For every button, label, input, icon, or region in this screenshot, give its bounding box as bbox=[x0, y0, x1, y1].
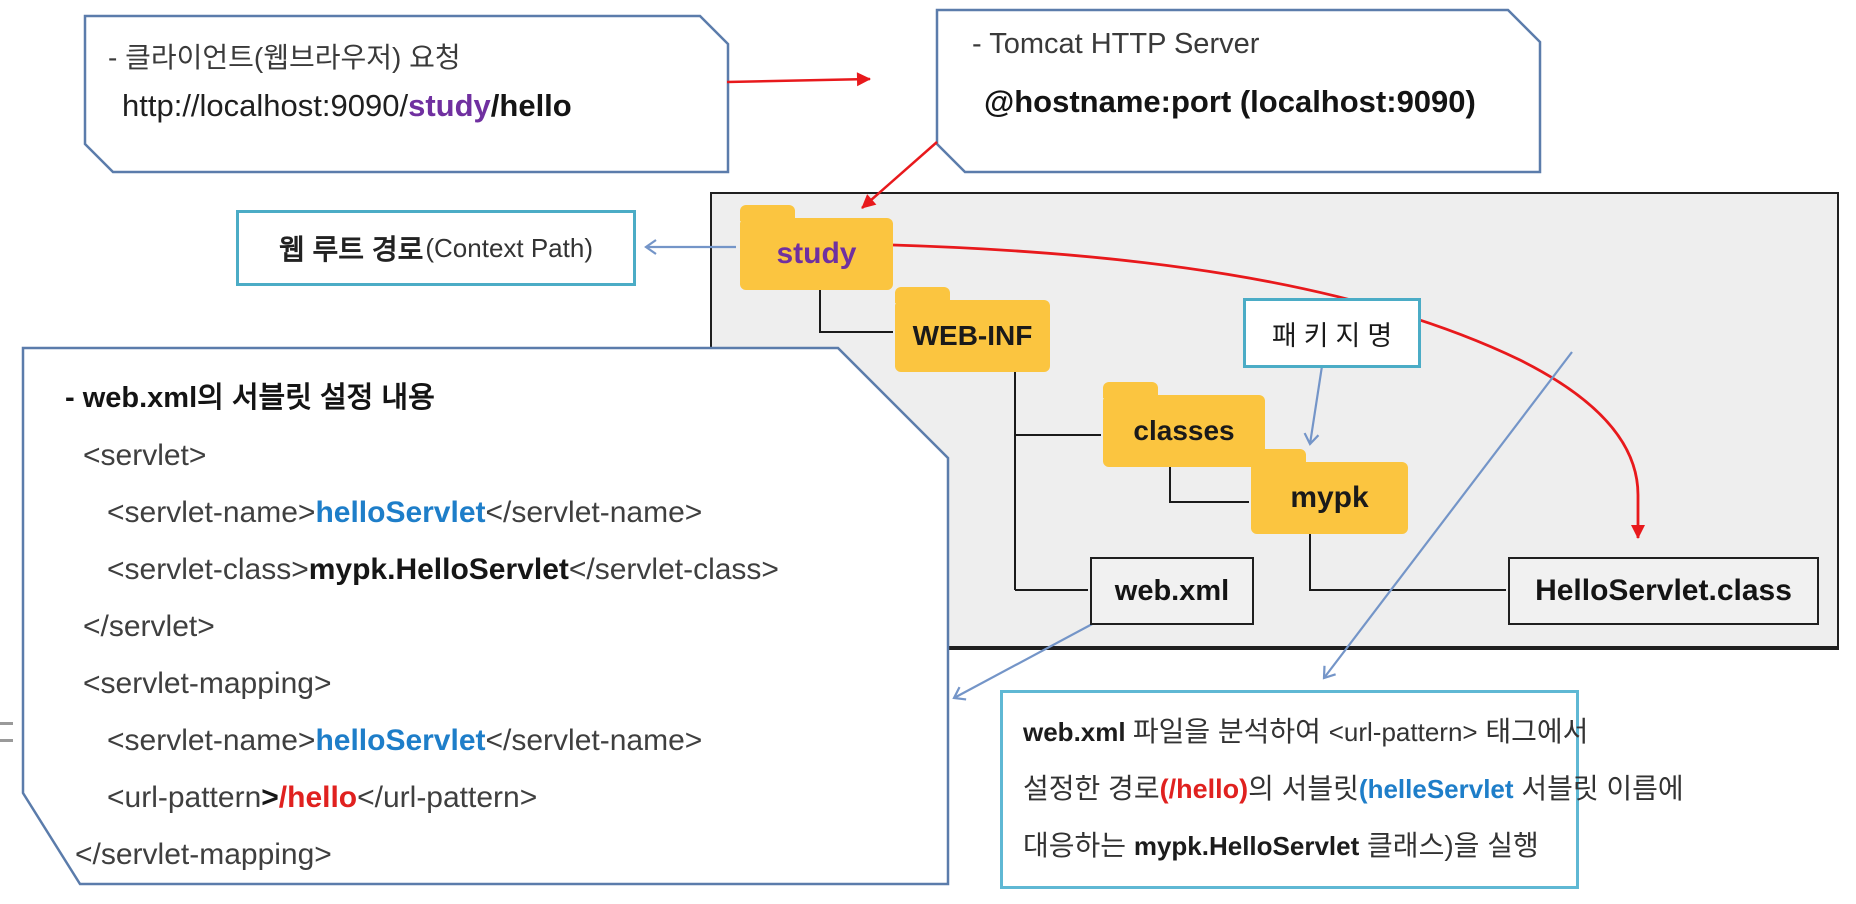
xml-url-bracket: > bbox=[261, 781, 279, 814]
explain-servlet-name: (helleServlet bbox=[1358, 774, 1514, 804]
xml-servlet-class-value: mypk.HelloServlet bbox=[308, 553, 569, 586]
file-web-xml: web.xml bbox=[1090, 557, 1254, 625]
file-helloservlet-class-label: HelloServlet.class bbox=[1535, 574, 1792, 607]
xml-servlet-open: <servlet> bbox=[83, 439, 207, 472]
package-name-label: 패키지명 bbox=[1271, 320, 1400, 351]
xml-servlet-class-line: <servlet-class>mypk.HelloServlet</servle… bbox=[23, 541, 948, 598]
explain-text: 대응하는 bbox=[1023, 830, 1134, 861]
explain-line-2: 설정한 경로(/hello)의 서블릿(helleServlet 서블릿 이름에 bbox=[1023, 760, 1684, 817]
xml-servlet-close: </servlet> bbox=[83, 610, 215, 643]
xml-tag: <servlet-class> bbox=[107, 553, 309, 586]
explain-text: 태그에서 bbox=[1477, 716, 1589, 747]
explain-class-name: mypk.HelloServlet bbox=[1133, 831, 1360, 861]
context-path-label-box: 웹 루트 경로 (Context Path) bbox=[236, 210, 636, 286]
explain-text: 설정한 경로 bbox=[1023, 773, 1160, 804]
webxml-config-title: - web.xml의 서블릿 설정 내용 bbox=[65, 382, 435, 414]
url-hello-segment: /hello bbox=[490, 88, 572, 123]
context-path-english: (Context Path) bbox=[425, 232, 593, 263]
request-url: http://localhost:9090/study/hello bbox=[122, 88, 572, 124]
xml-tag: <url-pattern bbox=[107, 781, 262, 814]
xml-mapping-close: </servlet-mapping> bbox=[75, 838, 332, 871]
xml-servlet-name-line: <servlet-name>helloServlet</servlet-name… bbox=[23, 484, 948, 541]
explain-hello-path: (/hello) bbox=[1159, 774, 1249, 804]
xml-servlet-name-value: helloServlet bbox=[315, 496, 486, 529]
file-helloservlet-class: HelloServlet.class bbox=[1508, 557, 1819, 625]
url-prefix: http://localhost:9090/ bbox=[122, 88, 409, 123]
folder-web-inf: WEB-INF bbox=[895, 287, 1050, 372]
explain-text: 서블릿 이름에 bbox=[1513, 773, 1684, 804]
url-context-segment: study bbox=[408, 88, 491, 123]
folder-classes-label: classes bbox=[1133, 415, 1235, 446]
tomcat-title: - Tomcat HTTP Server bbox=[972, 28, 1260, 60]
folder-web-inf-label: WEB-INF bbox=[912, 320, 1033, 351]
xml-mapping-open: <servlet-mapping> bbox=[83, 667, 332, 700]
edge-artifact bbox=[0, 722, 13, 742]
folder-study-label: study bbox=[776, 237, 857, 270]
arrow-client-to-tomcat bbox=[726, 72, 871, 87]
explain-url-pattern-tag: <url-pattern> bbox=[1328, 717, 1478, 747]
xml-tag: <servlet-name> bbox=[107, 496, 316, 529]
xml-url-pattern-value: /hello bbox=[278, 781, 358, 814]
tomcat-address: @hostname:port (localhost:9090) bbox=[984, 84, 1476, 119]
xml-tag: </servlet-name> bbox=[485, 724, 703, 757]
xml-tag: </url-pattern> bbox=[357, 781, 538, 814]
xml-servlet-name2-value: helloServlet bbox=[315, 724, 486, 757]
package-name-label-box: 패키지명 bbox=[1243, 298, 1421, 368]
explain-text: 클래스)을 실행 bbox=[1359, 830, 1539, 861]
explain-text: 의 서블릿 bbox=[1248, 773, 1359, 804]
file-web-xml-label: web.xml bbox=[1114, 574, 1230, 607]
client-request-line: - 클라이언트(웹브라우저) 요청 bbox=[108, 42, 461, 73]
xml-servlet-name2-line: <servlet-name>helloServlet</servlet-name… bbox=[23, 712, 948, 769]
context-path-korean: 웹 루트 경로 bbox=[279, 234, 424, 265]
xml-tag: </servlet-class> bbox=[568, 553, 779, 586]
explain-webxml-bold: web.xml bbox=[1023, 717, 1133, 747]
explain-line-1: web.xml 파일을 분석하여 <url-pattern> 태그에서 bbox=[1023, 703, 1588, 760]
folder-study: study bbox=[740, 205, 893, 290]
explain-line-3: 대응하는 mypk.HelloServlet 클래스)을 실행 bbox=[1023, 817, 1576, 874]
xml-url-pattern-line: <url-pattern>/hello</url-pattern> bbox=[23, 769, 948, 826]
webxml-config-callout: - web.xml의 서블릿 설정 내용 <servlet> <servlet-… bbox=[23, 348, 948, 883]
xml-tag: <servlet-name> bbox=[107, 724, 316, 757]
servlet-execution-explain-box: web.xml 파일을 분석하여 <url-pattern> 태그에서 설정한 … bbox=[1000, 690, 1684, 889]
folder-mypk: mypk bbox=[1251, 449, 1408, 534]
explain-text: 파일을 분석하여 bbox=[1132, 716, 1329, 747]
folder-mypk-label: mypk bbox=[1290, 481, 1369, 514]
folder-classes: classes bbox=[1103, 382, 1265, 467]
xml-tag: </servlet-name> bbox=[485, 496, 703, 529]
